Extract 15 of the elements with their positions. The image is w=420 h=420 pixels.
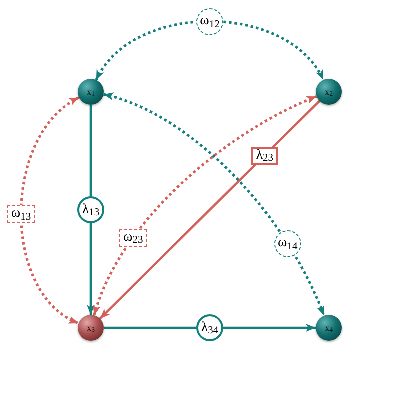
node-label: x$_{4}$ — [325, 324, 333, 332]
arrow — [104, 324, 316, 332]
edge-label: ω$_{13}$ — [7, 204, 36, 223]
edge-label: ω$_{23}$ — [120, 228, 148, 247]
node-label: x$_{3}$ — [87, 324, 95, 332]
edge-label: ω$_{14}$ — [274, 230, 302, 258]
double-arrow — [95, 20, 325, 81]
arrow — [87, 105, 95, 315]
double-arrow — [20, 96, 80, 325]
node-label: x$_{1}$ — [87, 88, 95, 96]
edge-label: λ$_{23}$ — [251, 146, 279, 165]
edge-label: λ$_{34}$ — [196, 314, 224, 342]
edge-label: ω$_{12}$ — [196, 8, 224, 36]
node-label: x$_{2}$ — [325, 88, 333, 96]
edge-label: λ$_{13}$ — [78, 196, 104, 224]
